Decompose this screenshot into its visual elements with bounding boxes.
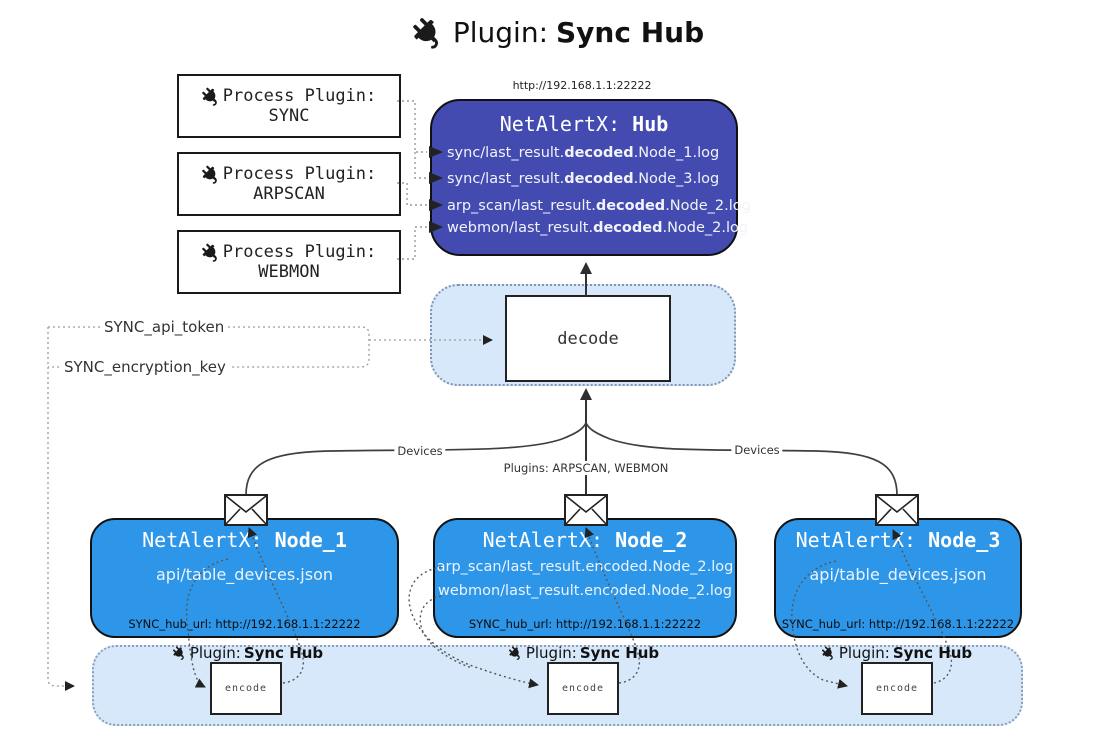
node-footer: SYNC_hub_url: http://192.168.1.1:22222 xyxy=(128,617,361,631)
hub-title-prefix: NetAlertX: xyxy=(499,112,621,136)
process-plugin-sync: Process Plugin: SYNC xyxy=(177,74,401,138)
node-file: api/table_devices.json xyxy=(155,565,333,584)
node-1: NetAlertX: Node_1 api/table_devices.json… xyxy=(90,518,399,638)
process-plugin-arpscan: Process Plugin: ARPSCAN xyxy=(177,152,401,216)
decode-box: decode xyxy=(505,295,671,382)
node-3: NetAlertX: Node_3 api/table_devices.json… xyxy=(774,518,1022,638)
process-plugin-name: SYNC xyxy=(268,106,310,126)
edge-label-devices-left: Devices xyxy=(394,444,446,458)
plug-icon xyxy=(413,17,445,49)
hub-title: NetAlertX: Hub xyxy=(432,112,736,136)
sync-api-token-label: SYNC_api_token xyxy=(100,318,229,336)
title-name: Sync Hub xyxy=(556,16,705,49)
node-footer: SYNC_hub_url: http://192.168.1.1:22222 xyxy=(781,617,1015,631)
hub-title-name: Hub xyxy=(632,112,669,136)
edge-label-devices-right: Devices xyxy=(731,443,783,457)
encode-box: encode xyxy=(210,662,282,715)
process-plugin-label: Process Plugin: xyxy=(222,242,377,262)
encoder-label: Plugin:Sync Hub xyxy=(509,644,659,662)
plug-icon xyxy=(173,646,187,660)
plug-icon xyxy=(202,243,221,262)
plugin-to-hub-connectors xyxy=(397,100,427,260)
node-to-decode-curves xyxy=(245,422,898,496)
node-footer: SYNC_hub_url: http://192.168.1.1:22222 xyxy=(468,617,702,631)
hub-log-entry: sync/last_result.decoded.Node_3.log xyxy=(447,171,720,187)
node-title: NetAlertX: Node_2 xyxy=(482,528,688,552)
node-file: webmon/last_result.encoded.Node_2.log xyxy=(437,583,732,599)
process-plugin-name: WEBMON xyxy=(258,262,320,282)
plug-icon xyxy=(509,646,523,660)
node-title: NetAlertX: Node_3 xyxy=(795,528,1001,552)
process-plugin-label: Process Plugin: xyxy=(222,86,377,106)
process-plugin-label: Process Plugin: xyxy=(222,164,377,184)
process-plugin-webmon: Process Plugin: WEBMON xyxy=(177,230,401,294)
hub-url: http://192.168.1.1:22222 xyxy=(512,79,652,92)
plug-icon xyxy=(202,165,221,184)
hub-node: NetAlertX: Hub sync/last_result.decoded.… xyxy=(430,99,751,256)
encode-box: encode xyxy=(547,662,619,715)
node-2: NetAlertX: Node_2 arp_scan/last_result.e… xyxy=(433,518,737,638)
node-file: arp_scan/last_result.encoded.Node_2.log xyxy=(436,559,734,575)
plug-icon xyxy=(202,87,221,106)
hub-log-entry: arp_scan/last_result.decoded.Node_2.log xyxy=(447,198,751,214)
plug-icon xyxy=(822,646,836,660)
encoder-label: Plugin:Sync Hub xyxy=(822,644,972,662)
sync-encryption-key-label: SYNC_encryption_key xyxy=(60,358,230,376)
node-title: NetAlertX: Node_1 xyxy=(142,528,347,552)
hub-log-entry: webmon/last_result.decoded.Node_2.log xyxy=(447,220,749,236)
node-file: api/table_devices.json xyxy=(809,565,987,584)
process-plugin-name: ARPSCAN xyxy=(253,184,325,204)
page-title: Plugin: Sync Hub xyxy=(0,16,1117,49)
hub-log-entry: sync/last_result.decoded.Node_1.log xyxy=(447,145,720,161)
encoder-label: Plugin:Sync Hub xyxy=(173,644,323,662)
title-prefix: Plugin: xyxy=(452,16,549,49)
edge-label-plugins: Plugins: ARPSCAN, WEBMON xyxy=(500,461,672,475)
encode-box: encode xyxy=(861,662,933,715)
